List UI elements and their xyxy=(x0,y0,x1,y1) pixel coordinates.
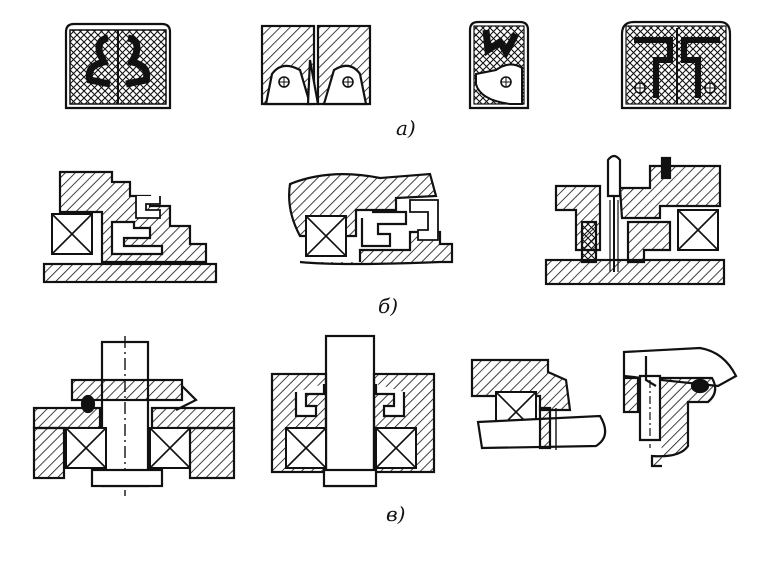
seal-a4 xyxy=(620,20,732,110)
seal-c3 xyxy=(470,358,607,450)
seal-a1 xyxy=(64,22,172,110)
seal-a2 xyxy=(260,24,372,106)
seal-c4 xyxy=(622,346,738,468)
seal-b1 xyxy=(42,170,218,284)
seal-c1 xyxy=(32,336,236,496)
seal-c2 xyxy=(270,334,436,488)
label-b: б) xyxy=(378,294,399,318)
label-a: а) xyxy=(396,116,416,140)
seal-b2 xyxy=(288,172,454,266)
seal-a3 xyxy=(468,20,530,110)
label-c: в) xyxy=(386,502,406,526)
seal-b3 xyxy=(544,154,726,286)
